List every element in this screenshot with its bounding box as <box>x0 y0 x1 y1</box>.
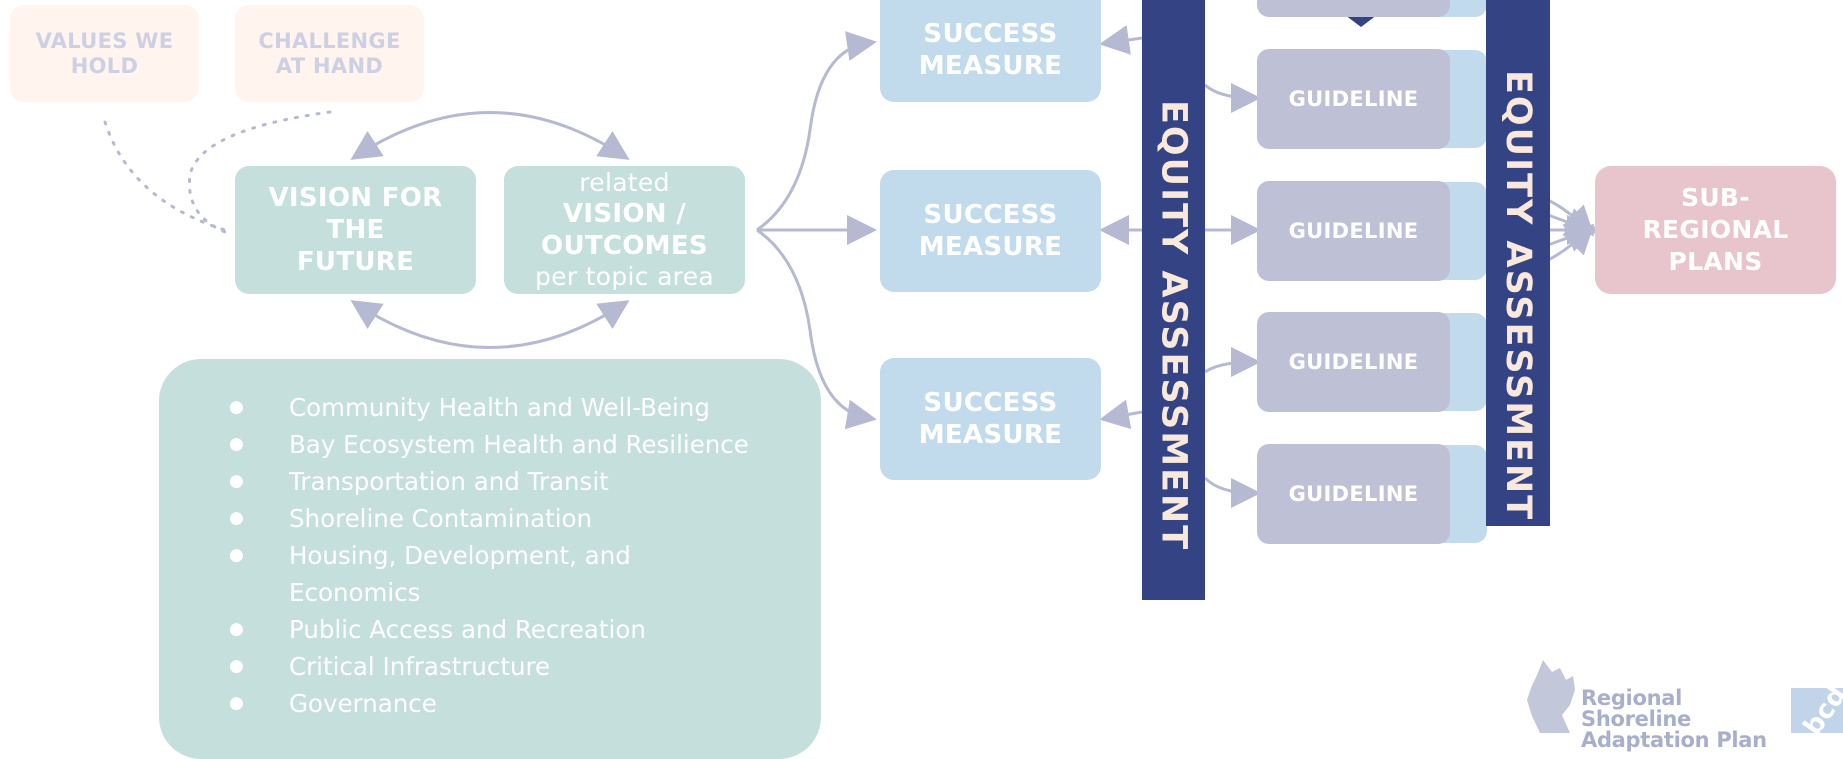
connector-to-measure-bottom <box>756 228 877 430</box>
success-measure-top: SUCCESS MEASURE <box>880 0 1101 102</box>
subregional-plans-box: SUB-REGIONAL PLANS <box>1595 166 1836 294</box>
topic-area-item: Public Access and Recreation <box>229 611 809 648</box>
equity-assessment-bar-1: EQUITY ASSESSMENT <box>1142 0 1205 600</box>
arc-top <box>350 111 630 160</box>
topic-area-item: Community Health and Well-Being <box>229 389 809 426</box>
logo-line-2: Adaptation Plan <box>1581 728 1767 752</box>
guideline-label: GUIDELINE <box>1288 482 1419 506</box>
challenge-box: CHALLENGE AT HAND <box>235 5 424 102</box>
topic-areas-panel: Community Health and Well-Being Bay Ecos… <box>159 359 821 759</box>
guideline-box-partial <box>1257 0 1450 17</box>
guideline-box: GUIDELINE <box>1257 49 1450 149</box>
guideline-label: GUIDELINE <box>1288 350 1419 374</box>
guideline-label: GUIDELINE <box>1288 219 1419 243</box>
dotted-connector-challenge <box>187 110 332 234</box>
topic-areas-list: Community Health and Well-Being Bay Ecos… <box>229 389 821 722</box>
success-measure-bottom: SUCCESS MEASURE <box>880 358 1101 480</box>
logo-map-graphic <box>1527 660 1575 733</box>
connector-to-measure-top <box>756 31 877 232</box>
equity-assessment-1-label: EQUITY ASSESSMENT <box>1153 100 1194 552</box>
success-measure-top-label: SUCCESS MEASURE <box>918 19 1063 81</box>
topic-area-item: Governance <box>229 685 809 722</box>
topic-area-item: Bay Ecosystem Health and Resilience <box>229 426 809 463</box>
values-box-label: VALUES WE HOLD <box>35 28 174 78</box>
topic-area-item: Housing, Development, and Economics <box>229 537 709 611</box>
topic-area-item: Critical Infrastructure <box>229 648 809 685</box>
challenge-box-label: CHALLENGE AT HAND <box>258 28 401 78</box>
logo-line-1: Regional Shoreline <box>1581 686 1691 731</box>
guideline-box: GUIDELINE <box>1257 181 1450 281</box>
equity-assessment-bar-2: EQUITY ASSESSMENT <box>1486 0 1550 526</box>
vision-outcomes-related: related <box>579 168 670 197</box>
arc-bottom <box>350 300 630 349</box>
topic-area-item: Transportation and Transit <box>229 463 809 500</box>
dotted-connector-values <box>103 120 227 232</box>
guideline-box: GUIDELINE <box>1257 312 1450 412</box>
topic-area-item: Shoreline Contamination <box>229 500 809 537</box>
equity-assessment-2-label: EQUITY ASSESSMENT <box>1498 70 1538 522</box>
vision-outcomes-per-topic: per topic area <box>534 262 715 291</box>
bcdc-logo-text: bcd <box>1797 688 1843 733</box>
vision-outcomes-box: related VISION / OUTCOMES per topic area <box>504 166 745 294</box>
logo-text: Regional Shoreline Adaptation Plan <box>1581 688 1791 751</box>
vision-outcomes-title: VISION / OUTCOMES <box>541 199 708 261</box>
guideline-box: GUIDELINE <box>1257 444 1450 544</box>
values-box: VALUES WE HOLD <box>10 5 199 102</box>
success-measure-mid-label: SUCCESS MEASURE <box>918 200 1063 262</box>
success-measure-bottom-label: SUCCESS MEASURE <box>918 388 1063 450</box>
vision-future-box: VISION FOR THE FUTURE <box>235 166 476 294</box>
guideline-label: GUIDELINE <box>1288 87 1419 111</box>
vision-future-label: VISION FOR THE FUTURE <box>268 183 443 277</box>
bcdc-logo-icon: bcd <box>1791 688 1843 733</box>
success-measure-mid: SUCCESS MEASURE <box>880 170 1101 292</box>
subregional-plans-label: SUB-REGIONAL PLANS <box>1642 183 1789 276</box>
